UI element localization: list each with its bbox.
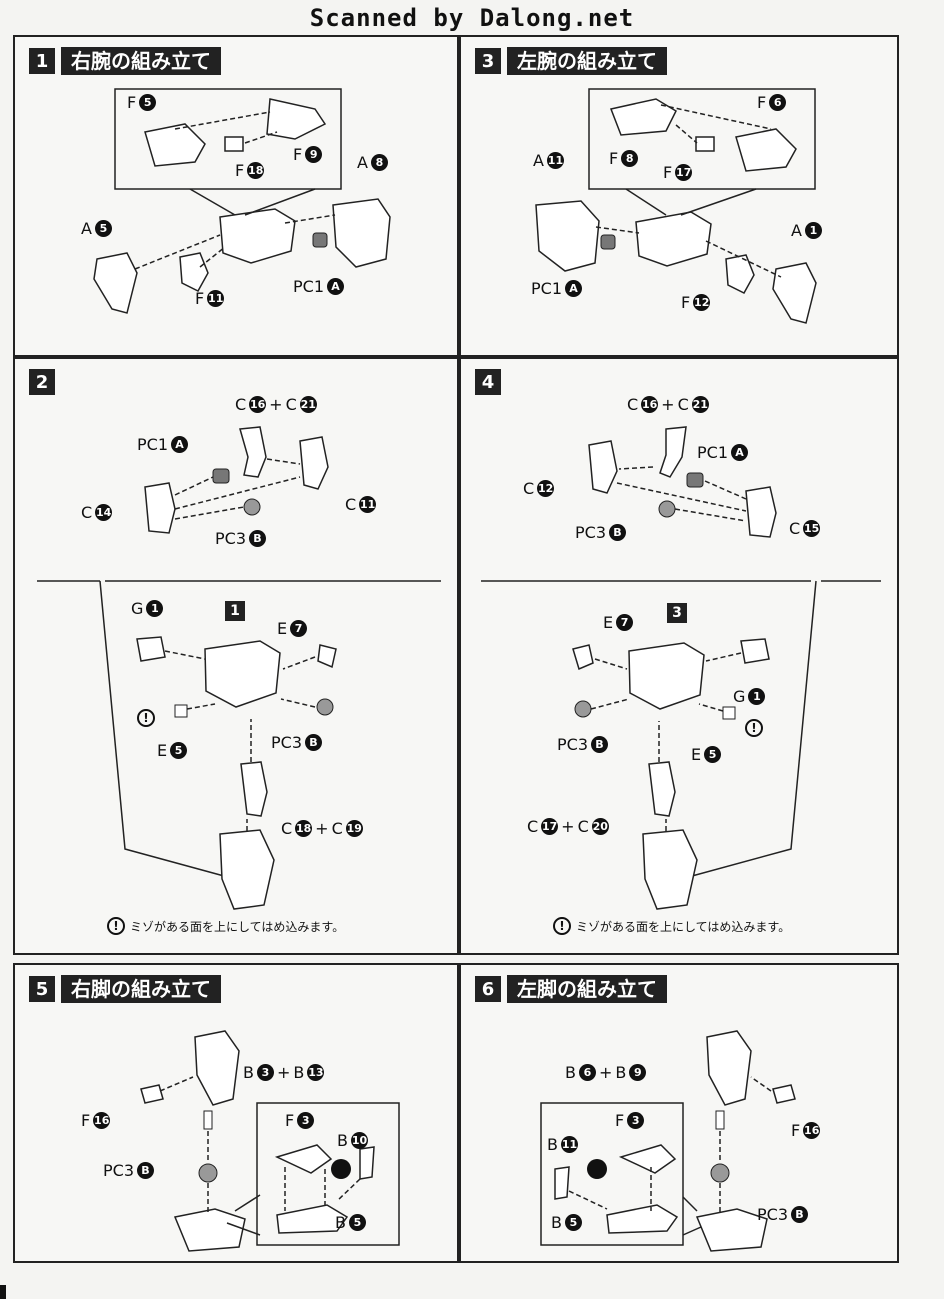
step-4-diagram [481, 426, 881, 910]
step-6-diagram [540, 1030, 796, 1252]
step-number: 5 [29, 976, 55, 1002]
step-title: 左腕の組み立て [507, 47, 667, 75]
step-number: 6 [475, 976, 501, 1002]
caution-mark: ! [745, 719, 763, 737]
step-2-header: 2 [29, 369, 55, 395]
caution-icon: ! [107, 917, 125, 935]
scan-credit: Scanned by Dalong.net [309, 4, 635, 32]
step-1-diagram [93, 88, 391, 314]
step-4-header: 4 [475, 369, 501, 395]
step-3-header: 3 左腕の組み立て [475, 47, 667, 75]
assembly-note: !ミゾがある面を上にしてはめ込みます。 [107, 917, 344, 935]
step-number: 4 [475, 369, 501, 395]
step-number: 2 [29, 369, 55, 395]
step-6-header: 6 左脚の組み立て [475, 975, 667, 1003]
step-title: 左脚の組み立て [507, 975, 667, 1003]
step-number: 1 [29, 48, 55, 74]
step-reference: 1 [225, 601, 245, 621]
step-title: 右腕の組み立て [61, 47, 221, 75]
step-5-diagram [140, 1030, 400, 1252]
assembly-note: !ミゾがある面を上にしてはめ込みます。 [553, 917, 790, 935]
step-1-header: 1 右腕の組み立て [29, 47, 221, 75]
page-edge-mark [0, 1285, 6, 1299]
step-2-diagram [37, 426, 441, 910]
step-3-diagram [535, 88, 817, 324]
step-5-header: 5 右脚の組み立て [29, 975, 221, 1003]
step-title: 右脚の組み立て [61, 975, 221, 1003]
caution-icon: ! [553, 917, 571, 935]
caution-mark: ! [137, 709, 155, 727]
step-reference: 3 [667, 603, 687, 623]
step-number: 3 [475, 48, 501, 74]
